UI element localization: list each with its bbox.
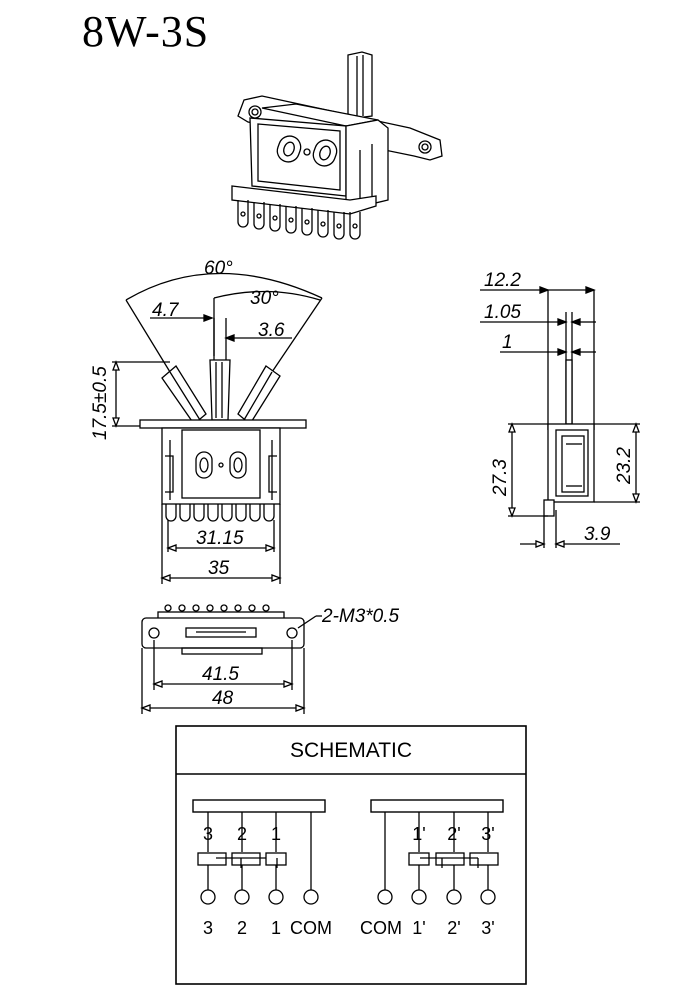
schematic-title: SCHEMATIC <box>290 739 412 762</box>
right-bottom-label: 1ʹ <box>412 918 425 938</box>
front-view <box>112 272 323 584</box>
left-top-label: 1 <box>271 824 281 844</box>
terminal-3-prime <box>480 889 496 905</box>
top-view <box>140 604 322 714</box>
iso-terminals <box>237 200 361 240</box>
dim-offset-4-7: 4.7 <box>152 300 180 321</box>
left-bottom-label: COM <box>290 918 332 938</box>
part-number-title: 8W-3S <box>82 7 210 56</box>
front-terminals <box>165 504 275 522</box>
right-top-label: 3ʹ <box>481 824 494 844</box>
dim-offset-3-6: 3.6 <box>258 320 285 341</box>
dim-angle-60: 60° <box>204 258 233 279</box>
dim-plate-length: 48 <box>212 688 234 709</box>
mount-hole-right <box>418 140 432 154</box>
terminal-2-prime <box>446 889 462 905</box>
dim-inner-width: 31.15 <box>196 528 244 549</box>
left-top-label: 3 <box>203 824 213 844</box>
left-top-label: 2 <box>237 824 247 844</box>
dim-side-depth: 3.9 <box>584 524 611 545</box>
side-view <box>480 286 640 548</box>
right-top-label: 2ʹ <box>447 824 460 844</box>
left-bottom-label: 3 <box>203 918 213 938</box>
dim-mount-hole: 2-M3*0.5 <box>321 606 400 627</box>
schematic-box <box>175 725 527 985</box>
terminal-2 <box>234 889 250 905</box>
dim-angle-30: 30° <box>250 288 279 309</box>
terminal-com-right <box>377 889 393 905</box>
right-bottom-label: COM <box>360 918 402 938</box>
terminal-1 <box>268 889 284 905</box>
dim-side-b: 1 <box>502 332 513 353</box>
dim-side-height: 27.3 <box>490 459 511 497</box>
dim-side-total: 12.2 <box>484 270 521 291</box>
isometric-view <box>231 51 443 240</box>
left-bottom-label: 2 <box>237 918 247 938</box>
right-bottom-label: 2ʹ <box>447 918 460 938</box>
dim-hole-spacing: 41.5 <box>202 664 239 685</box>
terminal-1-prime <box>411 889 427 905</box>
dim-side-body-height: 23.2 <box>614 447 635 485</box>
right-top-label: 1ʹ <box>412 824 425 844</box>
left-bottom-label: 1 <box>271 918 281 938</box>
right-bottom-label: 3ʹ <box>481 918 494 938</box>
terminal-3 <box>200 889 216 905</box>
terminal-com-left <box>303 889 319 905</box>
dim-lever-height: 17.5±0.5 <box>90 366 111 440</box>
dim-body-width: 35 <box>208 558 230 579</box>
dim-side-a: 1.05 <box>484 302 521 323</box>
